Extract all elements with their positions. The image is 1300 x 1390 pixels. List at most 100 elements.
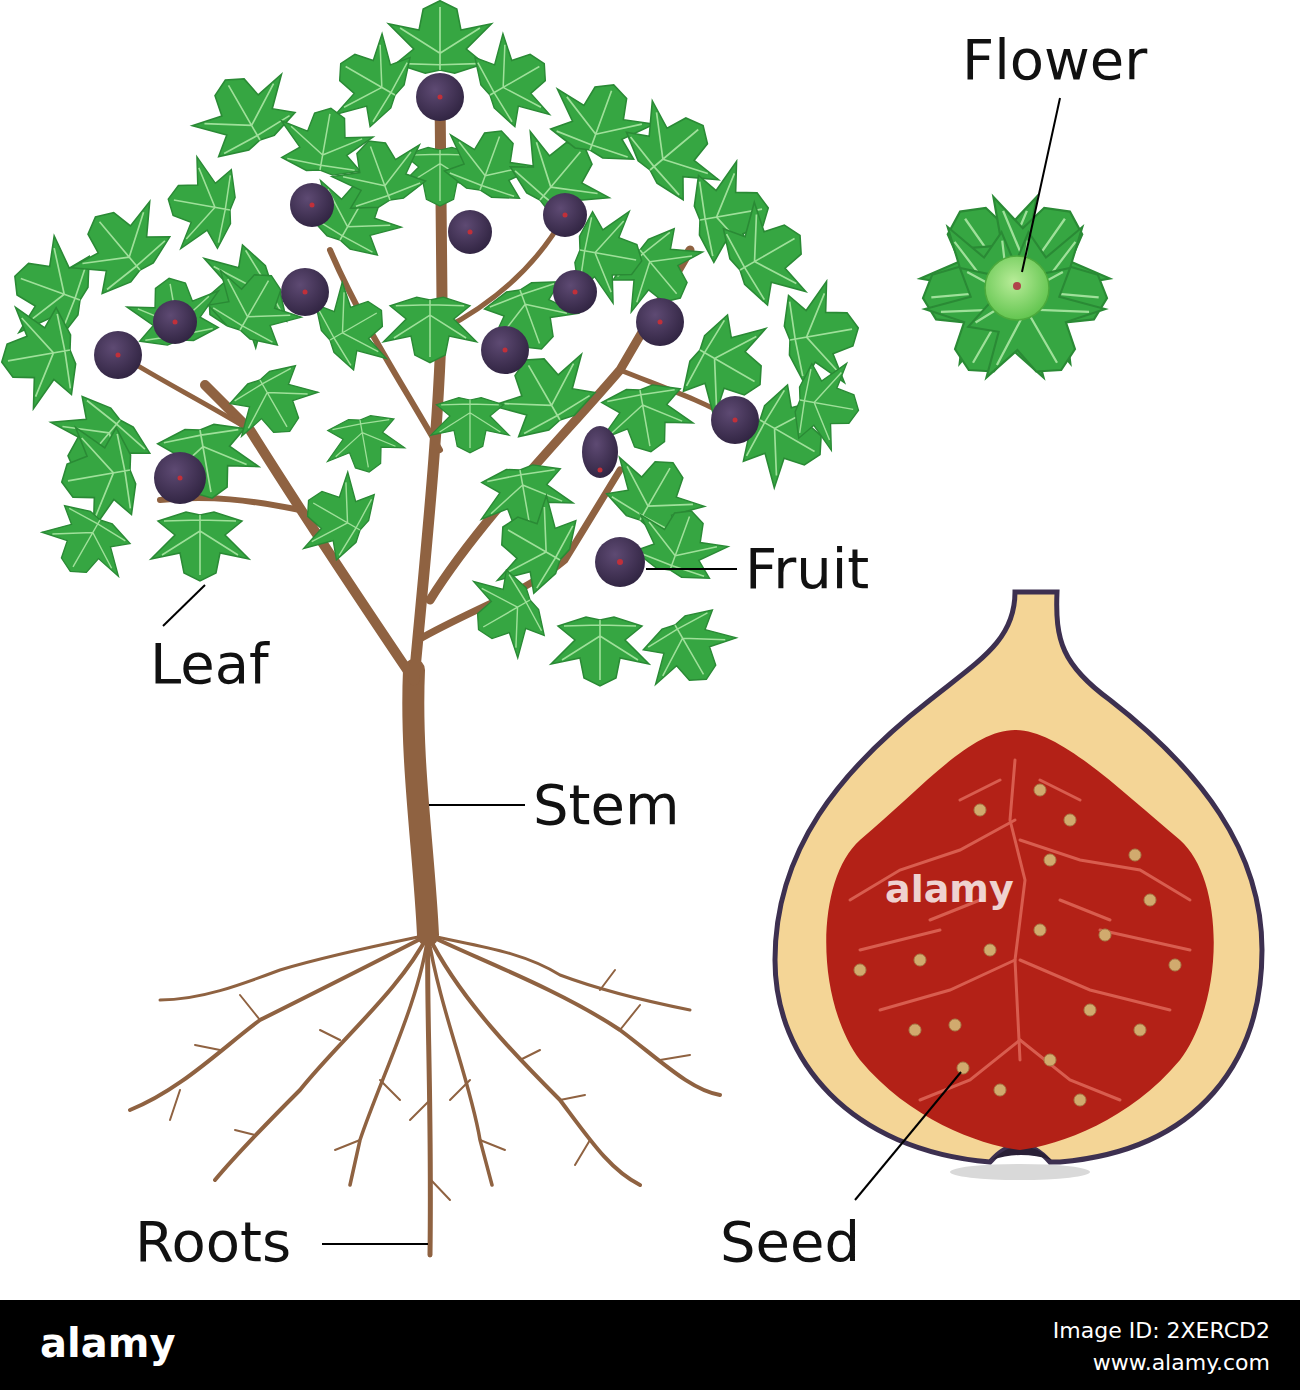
fig-leaf [287,462,385,569]
seed [909,1024,921,1036]
fig-fruit [153,300,197,344]
part-label: Stem [533,773,680,837]
root [428,935,720,1095]
seed [1074,1094,1086,1106]
strand [880,960,1015,1010]
fig-pulp [826,730,1214,1150]
seed [994,1084,1006,1096]
seed [974,804,986,816]
seed [1034,784,1046,796]
seed [1044,1054,1056,1066]
strand [920,1040,1020,1100]
fig-fruit [281,268,329,316]
seeds [854,784,1181,1106]
seed [1129,849,1141,861]
fig-eye [1013,282,1021,290]
leader-line [1022,98,1060,272]
footer-bar [0,1300,1300,1390]
root [160,935,428,1000]
fig-leaf [431,398,509,453]
fig-leaf [123,270,226,351]
fig-leaf [220,356,327,454]
root-hairs [170,970,690,1200]
strand [1020,960,1170,1010]
part-label: Roots [135,1210,291,1274]
shadow [950,1164,1090,1180]
part-label: Seed [720,1210,860,1274]
fig-fruit [543,193,587,237]
footer-url: www.alamy.com [1093,1350,1270,1375]
watermark: alamy [885,868,1014,912]
seed [957,1062,969,1074]
leader-line [855,1072,961,1200]
fig-fruit [94,331,142,379]
seed [854,964,866,976]
fig-flesh [775,592,1262,1162]
footer-id: Image ID: 2XERCD2 [1053,1318,1270,1343]
crown [0,1,867,703]
fig-fruit [290,183,334,227]
seed [1134,1024,1146,1036]
fig-fruit [553,270,597,314]
root-hair [335,1080,505,1200]
roots [130,930,720,1255]
seed [1044,854,1056,866]
fig-leaf [325,125,435,218]
seed [949,1019,961,1031]
fig-leaf [457,560,555,667]
fig-fruit [448,210,492,254]
leader-line [322,1243,428,1245]
strand [860,780,1190,950]
part-label: Leaf [150,632,269,696]
fig-fruit [582,426,618,478]
fig-leaf [160,153,241,256]
fig-section [775,592,1262,1180]
strand [1020,840,1190,900]
fig-leaf [32,496,139,594]
root [350,935,428,1185]
branch [120,355,250,430]
fig-leaf [625,495,735,588]
seed [1064,814,1076,826]
fig-leaf [712,191,826,316]
fig-leaf [464,23,567,136]
fig-leaf [953,252,1120,404]
fig-leaf [383,297,476,363]
fig-leaf [778,277,867,391]
trunk [413,670,428,935]
strand [1020,1040,1120,1100]
seed [914,954,926,966]
root [428,935,492,1185]
fig-fruit [481,326,529,374]
seed [984,944,996,956]
root-hair [520,970,690,1165]
fig-fruit [595,537,645,587]
seed [1099,929,1111,941]
pulp-strands [850,760,1190,1100]
fig-leaf [790,356,866,454]
fig-leaf [633,599,746,702]
fig-leaf [321,411,408,479]
fig-leaf [53,419,142,533]
fig-fruit [416,73,464,121]
fruits [94,73,759,587]
seed [1169,959,1181,971]
fig-fruit [711,396,759,444]
leader-line [163,585,205,626]
leader-line [646,568,737,570]
stem [120,95,735,935]
fig-leaf [551,617,649,686]
seed [1144,894,1156,906]
root [428,935,690,1010]
root-hair [170,995,340,1135]
part-label: Fruit [745,537,869,601]
root [428,930,431,1255]
fig-leaf [0,299,82,413]
root [215,935,428,1180]
leader-line [429,804,525,806]
flower-detail [902,171,1128,404]
fig-leaf [478,485,587,604]
part-label: Flower [962,28,1147,92]
